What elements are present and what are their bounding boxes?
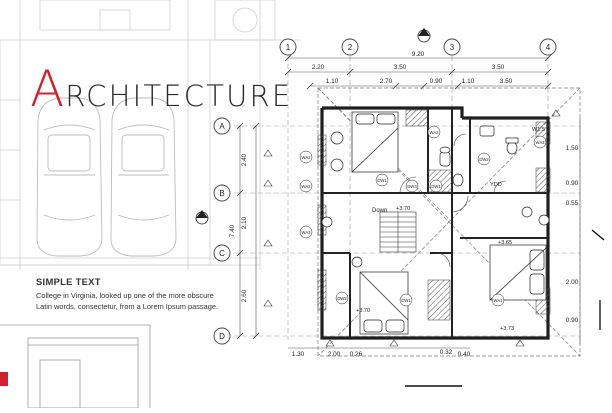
dim-top-3: 3.50 xyxy=(492,64,505,71)
dim-second-1: 1.10 xyxy=(326,78,339,85)
elev-c: +3.73 xyxy=(500,326,514,332)
tag-dw2: DW2 xyxy=(479,157,489,162)
grid-label-row-b: B xyxy=(219,189,224,198)
staircase xyxy=(379,211,417,253)
tag-da1-c: DW1 xyxy=(377,178,387,183)
elev-d: +3.70 xyxy=(356,308,370,314)
dim-left-1: 2.40 xyxy=(241,153,248,166)
elev-b: +3.65 xyxy=(498,240,512,246)
tag-dw3: DW3 xyxy=(407,184,417,189)
car-outline-right xyxy=(110,97,177,257)
dim-second-5: 3.50 xyxy=(500,78,513,85)
exterior-walls xyxy=(320,106,550,340)
grid-column-bubbles xyxy=(279,38,557,56)
dim-bottom-3: 0.26 xyxy=(350,351,363,358)
architecture-title: ARCHITECTURE xyxy=(30,60,293,118)
dim-left-total: 7.40 xyxy=(229,224,236,237)
car-outline-left xyxy=(36,97,103,257)
dim-right-2: 0.90 xyxy=(566,180,579,187)
dim-second-2: 2.70 xyxy=(380,78,393,85)
stair-label-down: Down xyxy=(372,208,387,214)
bed-bottom-left xyxy=(359,271,409,335)
bed-top-left xyxy=(351,111,399,173)
tag-dw1-a: DW1 xyxy=(431,184,441,189)
caption-body: College in Virginia, looked up one of th… xyxy=(36,291,218,311)
grid-label-row-d: D xyxy=(219,332,225,341)
dim-left-3: 2.60 xyxy=(241,289,248,302)
tag-wa3: WA3 xyxy=(302,230,312,235)
elev-a: +3.70 xyxy=(396,206,410,212)
door-swings xyxy=(399,133,507,268)
grid-label-col-1: 1 xyxy=(286,43,291,52)
dim-bottom-1: 1.30 xyxy=(292,351,305,358)
dim-bottom-2: 2.00 xyxy=(328,351,341,358)
dim-second-3: 0.90 xyxy=(430,78,443,85)
grid-label-col-2: 2 xyxy=(348,43,353,52)
grid-row-bubbles xyxy=(213,117,231,345)
dim-right-4: 2.00 xyxy=(566,279,579,286)
furniture-small xyxy=(321,131,550,268)
level-markers xyxy=(263,109,561,347)
bathroom-fixtures xyxy=(439,125,519,187)
dim-right-5: 0.90 xyxy=(566,317,579,324)
section-marker-top xyxy=(417,28,431,43)
dim-overall: 9.20 xyxy=(412,51,425,58)
tag-da1: WA1 xyxy=(494,298,504,303)
dim-right-3: 0.55 xyxy=(566,200,579,207)
dim-bottom-4: 0.32 xyxy=(440,349,453,356)
dim-left-2: 2.10 xyxy=(241,216,248,229)
grid-label-row-a: A xyxy=(219,122,225,131)
label-w15: W1.5 xyxy=(532,127,545,133)
grid-label-col-4: 4 xyxy=(546,43,551,52)
section-cut-line xyxy=(405,229,605,387)
tag-wa3-b: WA3 xyxy=(536,140,546,145)
label-ydd: YDD xyxy=(490,182,502,188)
background-corner-plan xyxy=(0,324,151,409)
tag-da1-b: DW1 xyxy=(401,298,411,303)
caption-block: SIMPLE TEXT College in Virginia, looked … xyxy=(36,276,226,312)
dim-top-1: 2.20 xyxy=(312,64,325,71)
dim-top-2: 3.50 xyxy=(394,64,407,71)
grid-label-col-3: 3 xyxy=(450,43,455,52)
bed-right xyxy=(489,244,547,301)
title-first-letter: A xyxy=(30,60,66,118)
room-tag-group xyxy=(299,125,547,307)
background-garage-plan xyxy=(0,0,300,270)
dim-right-1: 1.50 xyxy=(566,145,579,152)
tag-wa2-a: WA2 xyxy=(302,155,312,160)
tag-da2: DW2 xyxy=(337,296,347,301)
title-rest: RCHITECTURE xyxy=(65,79,293,113)
dim-second-4: 1.10 xyxy=(462,78,475,85)
dim-bottom-5: 0.40 xyxy=(458,351,471,358)
tag-wa2-b: WA2 xyxy=(302,184,312,189)
grid-label-row-c: C xyxy=(219,249,225,258)
tag-wa2-c: WA2 xyxy=(430,130,440,135)
section-marker-left xyxy=(195,210,209,225)
caption-heading: SIMPLE TEXT xyxy=(36,276,101,287)
